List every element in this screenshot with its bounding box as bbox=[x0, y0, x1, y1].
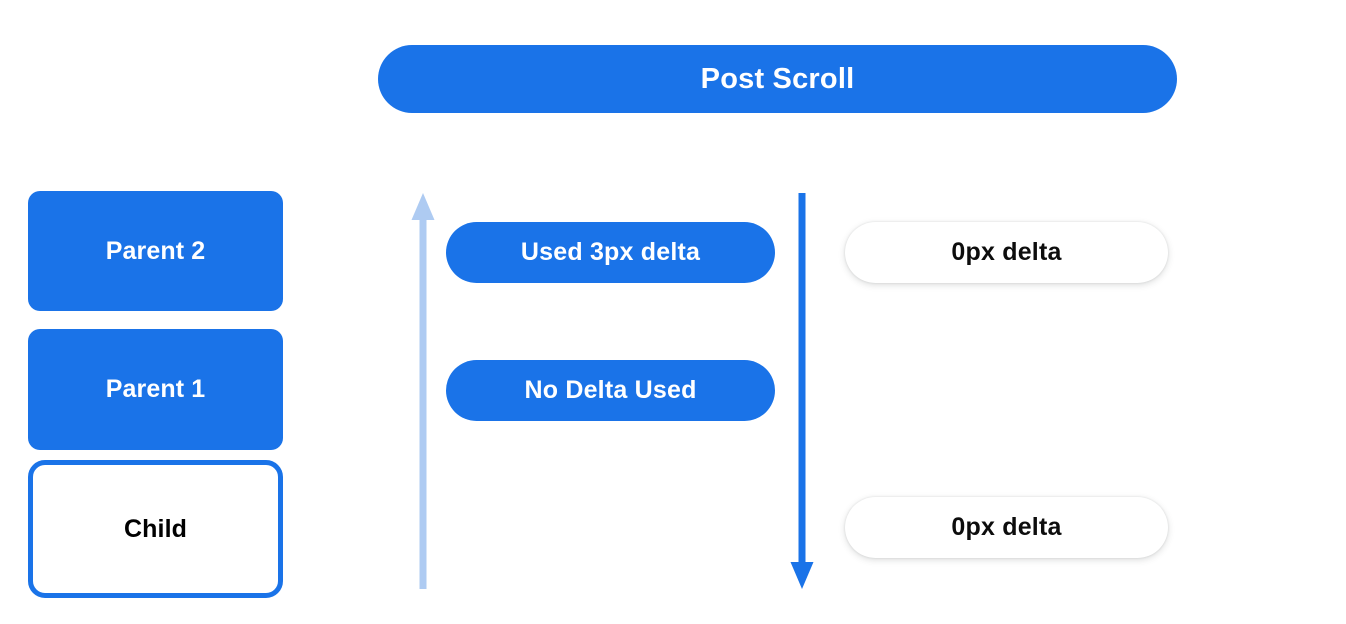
pill-no-delta-used-label: No Delta Used bbox=[524, 376, 697, 404]
pill-no-delta-used: No Delta Used bbox=[446, 360, 775, 421]
pill-used-3px-delta: Used 3px delta bbox=[446, 222, 775, 283]
pill-zero-delta-top-label: 0px delta bbox=[951, 238, 1062, 266]
node-child-label: Child bbox=[124, 514, 187, 543]
pill-zero-delta-top: 0px delta bbox=[845, 222, 1168, 283]
node-parent-1-label: Parent 1 bbox=[105, 375, 206, 403]
scroll-down-arrow-icon bbox=[790, 193, 814, 589]
node-child: Child bbox=[28, 460, 283, 598]
scroll-up-arrow-icon bbox=[411, 193, 435, 589]
node-parent-1: Parent 1 bbox=[28, 329, 283, 450]
post-scroll-header-label: Post Scroll bbox=[700, 62, 855, 95]
pill-used-3px-delta-label: Used 3px delta bbox=[520, 238, 701, 266]
post-scroll-header: Post Scroll bbox=[378, 45, 1177, 113]
node-parent-2: Parent 2 bbox=[28, 191, 283, 311]
node-parent-2-label: Parent 2 bbox=[105, 236, 206, 265]
pill-zero-delta-bottom-label: 0px delta bbox=[951, 513, 1062, 541]
pill-zero-delta-bottom: 0px delta bbox=[845, 497, 1168, 558]
